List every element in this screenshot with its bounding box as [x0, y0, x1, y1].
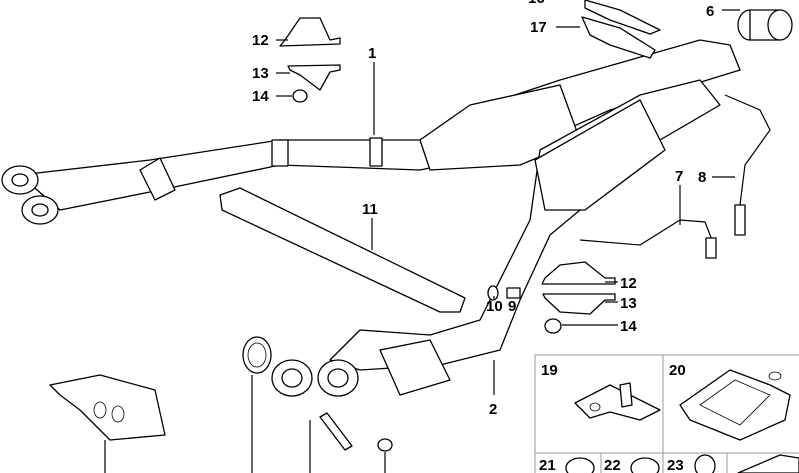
- heat-shield-bottom[interactable]: [49, 374, 166, 441]
- callout-13: 13: [252, 65, 269, 82]
- gasket-ring[interactable]: [242, 336, 272, 374]
- part-24[interactable]: [737, 454, 799, 473]
- front-pipe-part-1[interactable]: [1, 39, 741, 225]
- callout-7: 7: [675, 168, 683, 185]
- heat-shield-part-16[interactable]: [584, 0, 661, 35]
- part-23[interactable]: [694, 454, 716, 473]
- callout-12: 12: [252, 32, 269, 49]
- bolt[interactable]: [319, 412, 353, 451]
- callout-8: 8: [698, 169, 706, 186]
- inset-label-23: 23: [667, 457, 684, 473]
- nut-part-14-top[interactable]: [292, 89, 308, 103]
- clamp-part-12-top[interactable]: [279, 17, 341, 47]
- callout-10: 10: [486, 298, 503, 315]
- oxygen-sensor-part-8[interactable]: [724, 94, 771, 206]
- bracket-part-11[interactable]: [219, 187, 466, 313]
- clamp-part-12-right[interactable]: [541, 261, 616, 285]
- front-pipe-part-2[interactable]: [271, 79, 721, 397]
- nut-part-14-right[interactable]: [544, 318, 562, 334]
- callout-11: 11: [362, 201, 378, 218]
- part-21[interactable]: [565, 457, 595, 473]
- inset-label-22: 22: [604, 457, 621, 473]
- inset-label-21: 21: [539, 457, 556, 473]
- callout-6: 6: [706, 3, 714, 20]
- callout-1: 1: [368, 45, 376, 62]
- part-22[interactable]: [630, 457, 660, 473]
- seal-ring-part-10[interactable]: [487, 285, 499, 301]
- nut[interactable]: [377, 438, 393, 452]
- bracket-part-20[interactable]: [679, 369, 791, 441]
- inset-label-19: 19: [541, 362, 558, 379]
- callout-17: 17: [530, 19, 547, 36]
- callout-9: 9: [508, 298, 516, 315]
- clamp-part-13-top[interactable]: [287, 64, 341, 91]
- callout-13-right: 13: [620, 295, 637, 312]
- inset-label-20: 20: [669, 362, 686, 379]
- callout-14-right: 14: [620, 318, 637, 335]
- callout-16: 16: [528, 0, 545, 7]
- clamp-part-6[interactable]: [737, 9, 793, 41]
- oxygen-sensor-part-7[interactable]: [579, 219, 713, 246]
- callout-2: 2: [489, 401, 497, 418]
- heat-shield-part-17[interactable]: [581, 16, 656, 59]
- clamp-part-13-right[interactable]: [542, 293, 616, 315]
- bracket-part-19[interactable]: [574, 382, 661, 421]
- callout-14: 14: [252, 88, 269, 105]
- callout-12-right: 12: [620, 275, 637, 292]
- bolt-part-9[interactable]: [506, 287, 521, 299]
